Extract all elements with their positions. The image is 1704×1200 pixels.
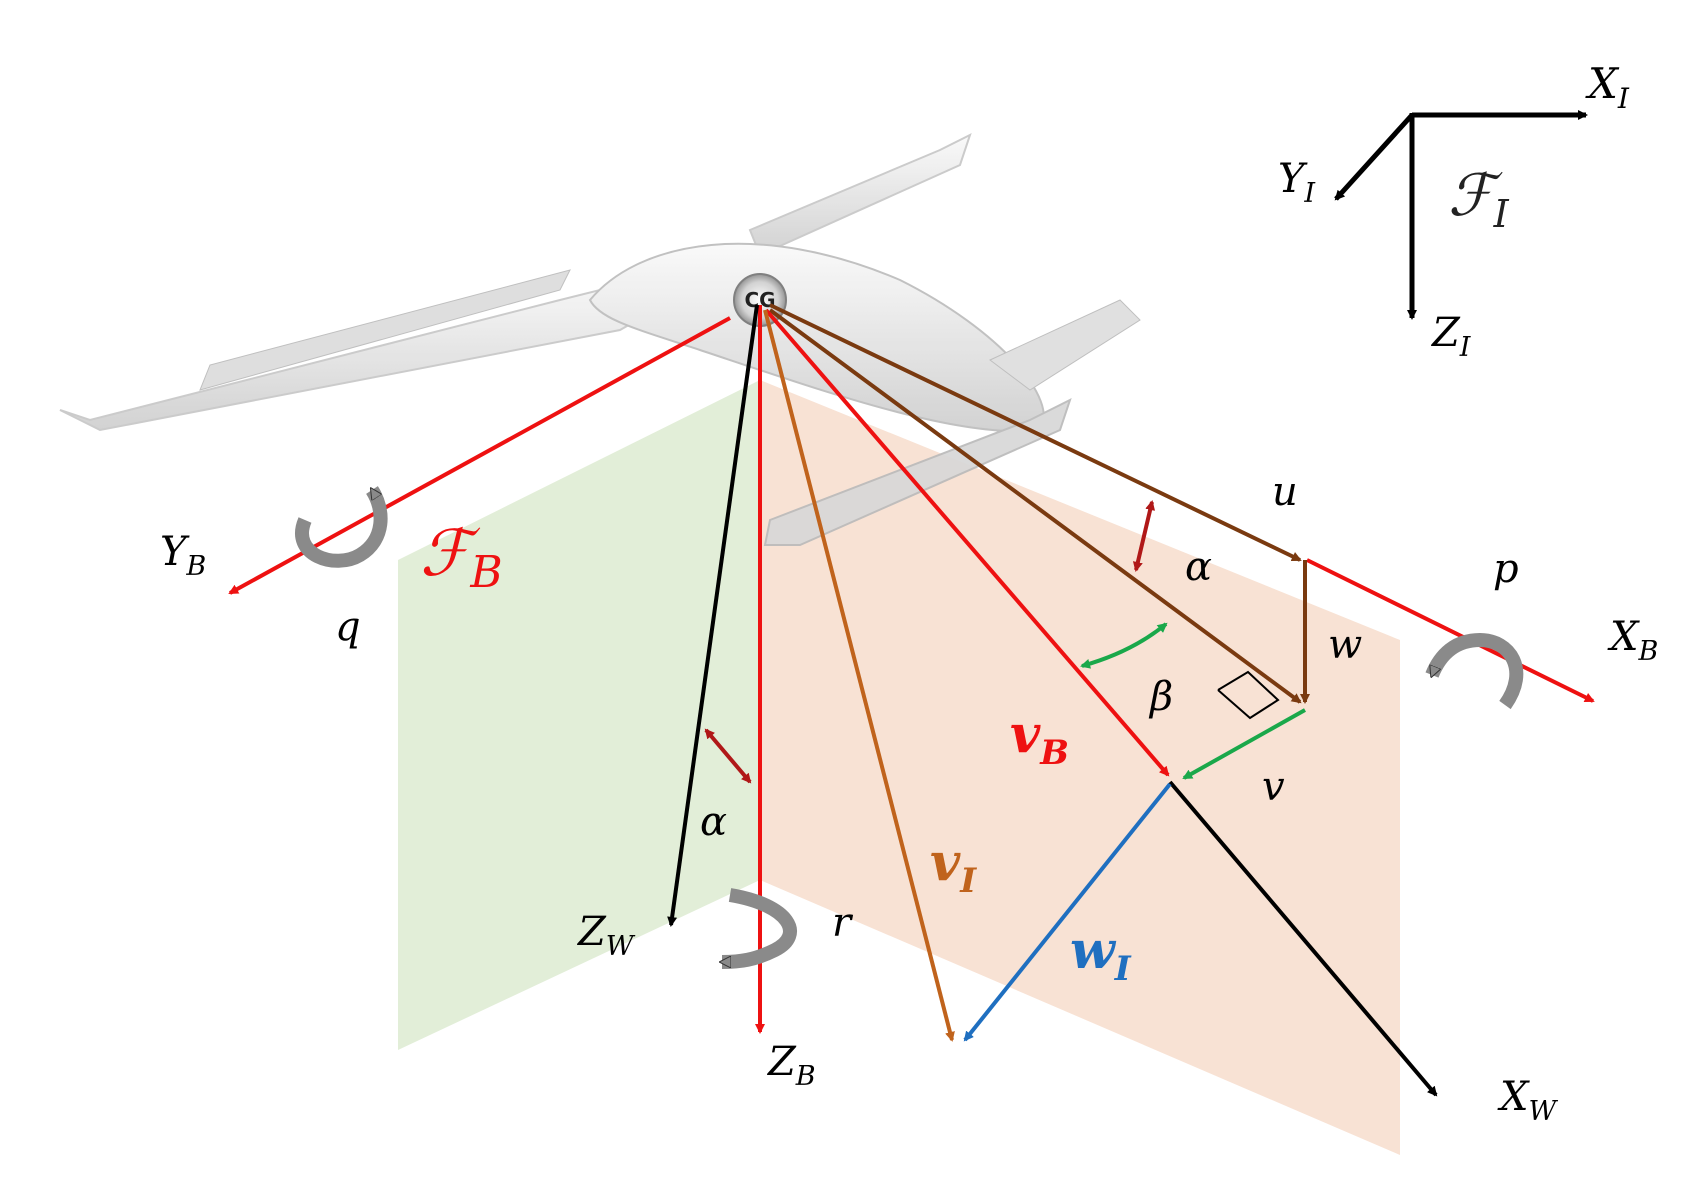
alpha-label-upper: α bbox=[1185, 544, 1212, 590]
w-inertial-label: wI bbox=[1070, 920, 1132, 989]
beta-angle-arrow bbox=[1080, 622, 1168, 669]
u-component-arrow bbox=[769, 303, 1302, 562]
p-rate-label: p bbox=[1493, 546, 1519, 592]
v-inertial-vector bbox=[763, 309, 955, 1042]
z-body-label: ZB bbox=[766, 1039, 816, 1092]
y-inertial-label: YI bbox=[1278, 156, 1316, 209]
alpha-angle-arrow-upper bbox=[1132, 500, 1156, 572]
x-body-label: XB bbox=[1607, 614, 1658, 667]
inertial-frame-label: ℱI bbox=[1448, 161, 1510, 236]
x-body-axis bbox=[1306, 558, 1595, 703]
aircraft: CG bbox=[59, 133, 1141, 546]
z-wind-axis bbox=[667, 304, 759, 927]
p-rotation-arrow bbox=[1425, 632, 1524, 710]
v-body-label: vB bbox=[1010, 704, 1069, 773]
xz-plane-green bbox=[398, 380, 760, 1050]
v-body-vector bbox=[764, 308, 1170, 777]
z-inertial-label: ZI bbox=[1430, 310, 1472, 363]
q-rotation-arrow bbox=[295, 486, 388, 568]
xz-plane-orange bbox=[760, 380, 1400, 1155]
v-component-arrow bbox=[1182, 708, 1306, 780]
x-inertial-label: XI bbox=[1585, 59, 1630, 115]
r-rate-label: r bbox=[832, 900, 854, 946]
aircraft-right-canard bbox=[989, 299, 1141, 391]
x-wind-axis bbox=[1168, 780, 1438, 1097]
beta-label: β bbox=[1148, 674, 1173, 720]
brown-projection-line bbox=[768, 308, 1302, 704]
alpha-angle-arrow-lower bbox=[704, 728, 752, 784]
aircraft-right-wing bbox=[763, 398, 1072, 546]
aircraft-left-nacelle bbox=[199, 269, 571, 391]
y-inertial-axis bbox=[1334, 113, 1414, 201]
w-inertial-vector bbox=[963, 782, 1172, 1042]
x-wind-label: XW bbox=[1497, 1074, 1558, 1127]
v-component-label: v bbox=[1262, 764, 1285, 810]
u-component-label: u bbox=[1272, 469, 1298, 515]
aircraft-canard-wing bbox=[748, 133, 972, 257]
w-component-label: w bbox=[1328, 622, 1362, 668]
q-rate-label: q bbox=[335, 604, 361, 650]
r-rotation-arrow bbox=[722, 888, 797, 969]
right-angle-marker bbox=[1217, 670, 1280, 720]
alpha-label-lower: α bbox=[700, 799, 727, 845]
v-inertial-label: vI bbox=[930, 832, 977, 901]
z-wind-label: ZW bbox=[576, 909, 636, 962]
y-body-label: YB bbox=[160, 529, 206, 582]
